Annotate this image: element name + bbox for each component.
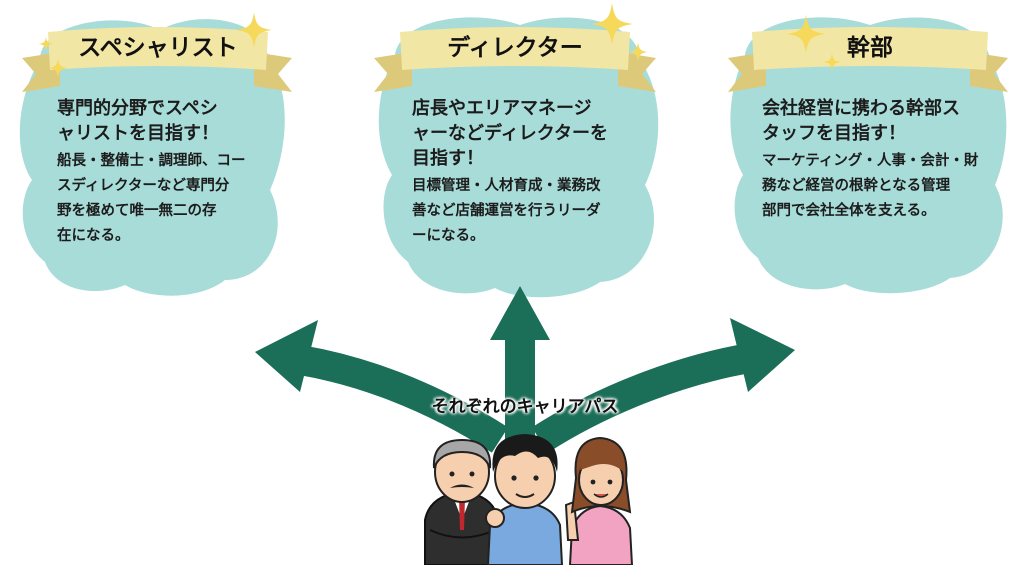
executive-detail: マーケティング・人事・会計・財 務など経営の根幹となる管理 部門で会社全体を支え…	[762, 149, 1002, 224]
director-card: 店長やエリアマネージ ャーなどディレクターを 目指す！ 目標管理・人材育成・業務…	[412, 96, 644, 249]
executive-lead-line: タッフを目指す！	[762, 123, 906, 144]
director-title: ディレクター	[447, 35, 583, 61]
director-detail-line: 善など店舗運営を行うリーダ	[412, 203, 601, 219]
executive-title: 幹部	[847, 35, 893, 61]
specialist-detail-line: 船長・整備士・調理師、コー	[57, 153, 246, 169]
young-woman-illustration	[564, 436, 634, 565]
executive-detail-line: 部門で会社全体を支える。	[762, 203, 936, 219]
arrow-up-head	[490, 286, 550, 340]
director-detail-line: 目標管理・人材育成・業務改	[412, 178, 601, 194]
senior-man-illustration	[424, 438, 499, 565]
specialist-banner	[22, 27, 292, 92]
director-lead-line: 店長やエリアマネージ	[412, 98, 592, 119]
director-lead-line: ャーなどディレクターを	[412, 123, 609, 144]
career-arrows	[255, 286, 795, 453]
executive-cloud	[730, 17, 1007, 294]
director-lead: 店長やエリアマネージ ャーなどディレクターを 目指す！	[412, 96, 644, 171]
specialist-cloud	[19, 19, 285, 296]
arrow-right-head	[730, 318, 795, 392]
specialist-lead-line: 専門的分野でスペシ	[57, 98, 218, 119]
specialist-card: 専門的分野でスペシ ャリストを目指す！ 船長・整備士・調理師、コー スディレクタ…	[57, 96, 279, 249]
director-detail: 目標管理・人材育成・業務改 善など店舗運営を行うリーダ ーになる。	[412, 174, 644, 249]
specialist-lead-line: ャリストを目指す！	[57, 123, 219, 144]
executive-lead-line: 会社経営に携わる幹部ス	[762, 98, 960, 119]
arrow-left-head	[255, 320, 318, 392]
executive-card: 会社経営に携わる幹部ス タッフを目指す！ マーケティング・人事・会計・財 務など…	[762, 96, 1002, 224]
specialist-lead: 専門的分野でスペシ ャリストを目指す！	[57, 96, 279, 146]
executive-detail-line: マーケティング・人事・会計・財	[762, 153, 979, 169]
specialist-detail-line: 野を極めて唯一無二の存	[57, 203, 217, 219]
young-man-illustration	[485, 434, 564, 565]
director-cloud	[378, 17, 659, 298]
specialist-detail-line: スディレクターなど専門分	[57, 178, 230, 194]
director-banner	[374, 27, 656, 92]
director-detail-line: ーになる。	[412, 228, 485, 244]
specialist-detail: 船長・整備士・調理師、コー スディレクターなど専門分 野を極めて唯一無二の存 在…	[57, 149, 279, 249]
career-path-label: それぞれのキャリアパス	[431, 397, 619, 417]
specialist-detail-line: 在になる。	[57, 228, 130, 244]
arrow-right	[531, 343, 753, 453]
specialist-title: スペシャリスト	[78, 35, 238, 61]
arrow-left	[297, 345, 509, 453]
director-lead-line: 目指す！	[412, 148, 484, 169]
executive-lead: 会社経営に携わる幹部ス タッフを目指す！	[762, 96, 1002, 146]
executive-detail-line: 務など経営の根幹となる管理	[762, 178, 951, 194]
